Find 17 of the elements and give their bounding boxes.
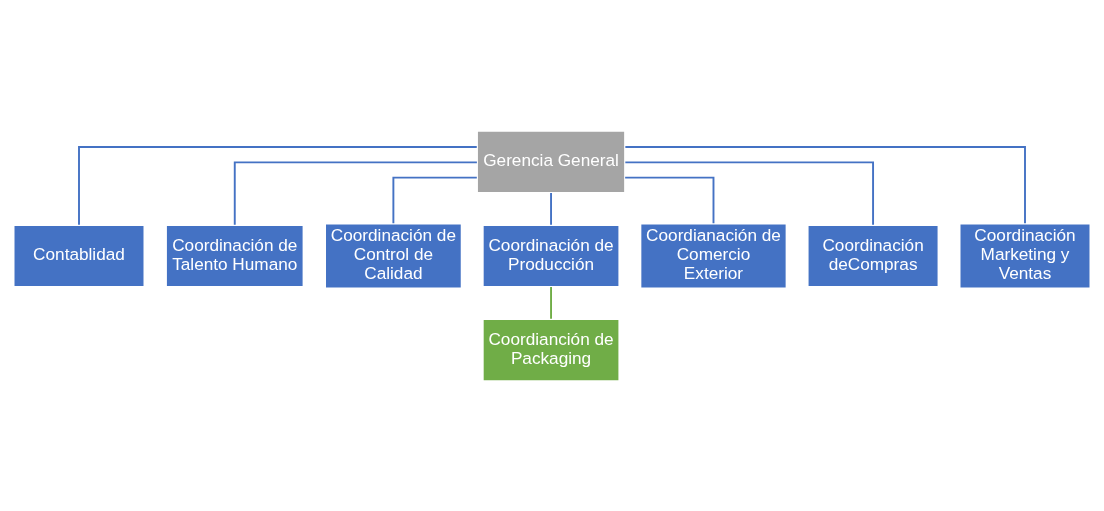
- connector: [233, 160, 478, 226]
- node-box: Coordianción de Packaging: [481, 317, 621, 382]
- node-box: Coordinación Marketing y Ventas: [958, 222, 1092, 289]
- connector: [624, 176, 715, 224]
- connector: [624, 160, 875, 226]
- connector: [392, 176, 478, 224]
- connector: [550, 285, 552, 320]
- node-box: Coordinación de Control de Calidad: [324, 222, 463, 289]
- node-box: Coordinación de Talento Humano: [165, 223, 305, 288]
- node-box: Gerencia General: [476, 129, 627, 194]
- connector: [550, 191, 552, 226]
- node-box: Coordianación de Comercio Exterior: [639, 222, 788, 289]
- node-box: Coordinación de Producción: [481, 223, 621, 288]
- connector: [78, 145, 478, 226]
- node-box: Contablidad: [12, 223, 146, 288]
- node-box: Coordinación deCompras: [806, 223, 940, 288]
- connector: [624, 145, 1026, 224]
